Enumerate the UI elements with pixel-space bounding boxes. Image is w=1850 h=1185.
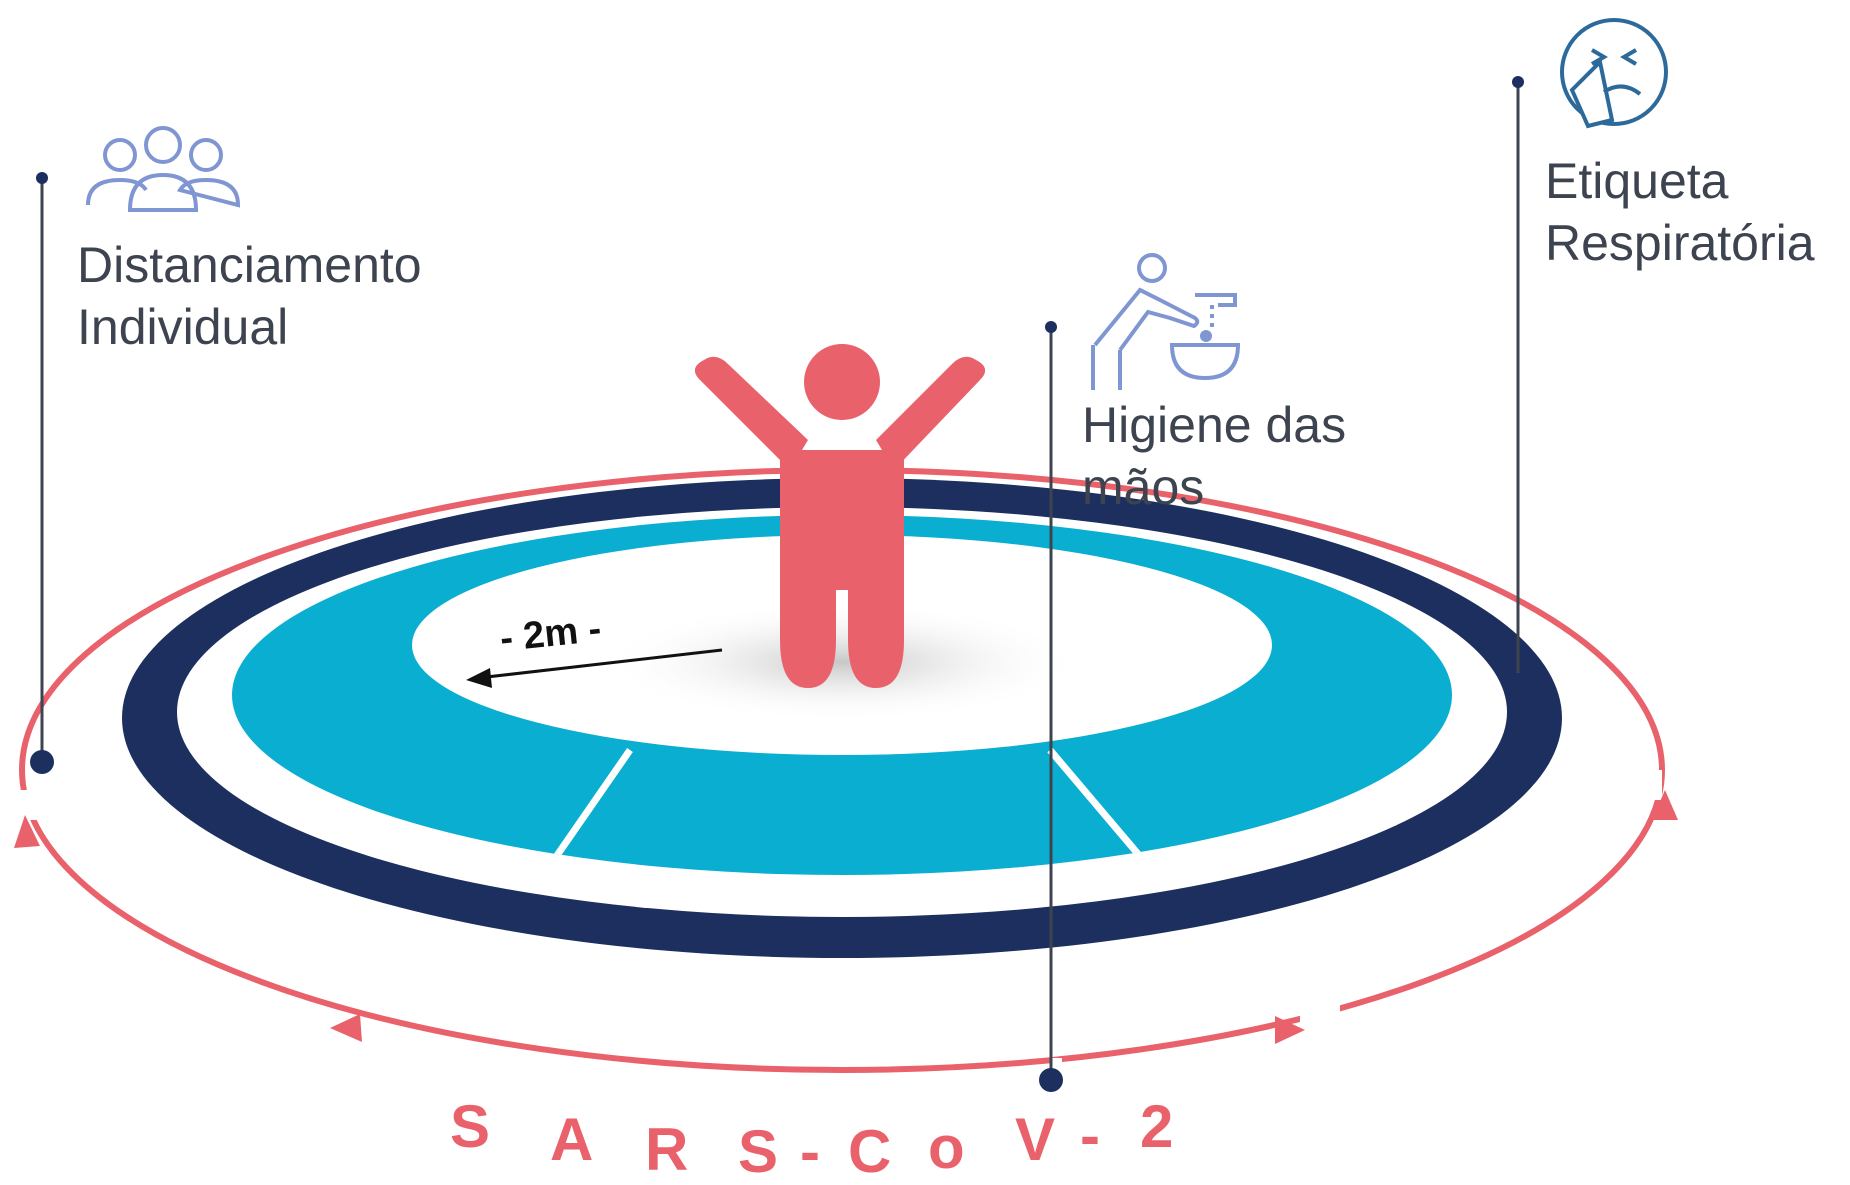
arrow-head xyxy=(14,815,40,848)
title-letter: - xyxy=(1080,1102,1100,1169)
title-letter: S xyxy=(738,1118,779,1185)
label-line: Higiene das xyxy=(1082,397,1347,453)
sneezing-face-icon xyxy=(1560,18,1668,129)
marker-line-distanciamento xyxy=(30,172,54,774)
title-letter: V xyxy=(1015,1106,1056,1173)
distance-arrow xyxy=(466,648,723,688)
label-etiqueta-respiratoria: Etiqueta Respiratória xyxy=(1545,150,1815,274)
label-line: Distanciamento xyxy=(77,237,422,293)
label-line: mãos xyxy=(1082,459,1205,515)
title-letter: S xyxy=(450,1093,491,1160)
hand-washing-icon xyxy=(1091,253,1241,390)
arrow-head xyxy=(330,1014,362,1042)
title-letter: - xyxy=(800,1118,820,1185)
label-higiene-das-maos: Higiene das mãos xyxy=(1082,394,1346,518)
title-letter: 2 xyxy=(1140,1093,1174,1160)
figure-shadow xyxy=(602,602,1082,722)
title-letter: C xyxy=(848,1118,892,1185)
title-letter: o xyxy=(928,1114,965,1181)
label-line: Etiqueta xyxy=(1545,153,1729,209)
title-letter: R xyxy=(645,1116,689,1183)
person-arms-raised-icon xyxy=(694,344,986,688)
label-distanciamento-individual: Distanciamento Individual xyxy=(77,234,422,358)
arrow-head xyxy=(1652,790,1678,820)
arrow-head xyxy=(1275,1016,1305,1044)
title-letter: A xyxy=(550,1106,594,1173)
group-of-people-icon xyxy=(86,126,241,212)
label-line: Individual xyxy=(77,299,289,355)
marker-line-etiqueta xyxy=(1506,76,1530,697)
label-line: Respiratória xyxy=(1545,215,1815,271)
marker-line-higiene xyxy=(1039,321,1063,1092)
